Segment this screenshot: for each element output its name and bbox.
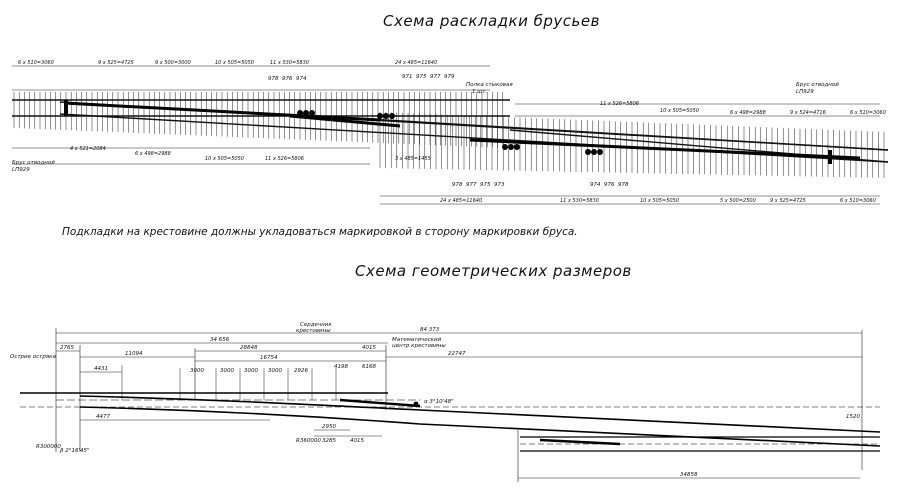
angle-r300000: R300000	[36, 444, 61, 450]
geometry-track	[20, 392, 881, 452]
spacing-label: 9 x 500=3000	[155, 60, 191, 66]
beam-start-label: Брус отводной LП929	[12, 160, 57, 173]
spacing-label: 10 x 505=5050	[215, 60, 254, 66]
pad-number: 973	[494, 182, 505, 188]
spacing-label: 24 x 485=11640	[395, 60, 437, 66]
switch-blades	[63, 101, 861, 160]
math-center-point	[413, 401, 419, 407]
dim-1520: 1520	[846, 414, 860, 420]
pad-number: 974	[590, 182, 601, 188]
spacing-label: 6 x 510=3060	[18, 60, 54, 66]
spacing-label: 4 x 521=2084	[70, 146, 106, 152]
dim-16754: 16754	[260, 355, 278, 361]
spacing-label: 11 x 530=5830	[270, 60, 309, 66]
station-label: 3000	[190, 368, 204, 374]
pad-number: 976	[282, 76, 293, 82]
frame-rail-label: Острие остряка	[10, 354, 56, 360]
station-label: 3000	[268, 368, 282, 374]
spacing-label: 5 x 500=2500	[720, 198, 756, 204]
dim-6168: 6168	[362, 364, 376, 370]
beam-end-line2: LП929	[796, 89, 814, 95]
station-label: 2926	[294, 368, 308, 374]
spacing-label: 9 x 525=4725	[770, 198, 806, 204]
beam-start-line1: Брус отводной	[12, 160, 55, 166]
pad-number: 971	[402, 74, 413, 80]
spacing-label: 6 x 498=2988	[135, 151, 171, 157]
sleeper-grid	[13, 92, 885, 178]
top-dimension-lines	[12, 65, 880, 205]
station-label: 3000	[220, 368, 234, 374]
dim-4015-b: 4015	[350, 438, 364, 444]
gauge-marks-label: Полка стыковая 1 шт.	[466, 82, 514, 95]
spacing-label: 6 x 510=3060	[840, 198, 876, 204]
pad-number: 978	[452, 182, 463, 188]
flange-line2: крестовины	[296, 328, 331, 334]
geometry-scheme-title: Схема геометрических размеров	[355, 262, 632, 280]
spacing-label: 24 x 485=11640	[440, 198, 482, 204]
beam-markers	[64, 100, 832, 164]
spacing-label: 10 x 505=5050	[640, 198, 679, 204]
dim-4477: 4477	[96, 414, 110, 420]
angle-beta: β 2°16'45"	[60, 448, 90, 454]
pad-number: 974	[296, 76, 307, 82]
dim-22747: 22747	[448, 351, 466, 357]
beam-end-label: Брус отводной LП929	[796, 82, 841, 95]
dim-2765: 2765	[60, 345, 74, 351]
angle-alpha: α 3°10'48"	[424, 399, 454, 405]
radius-r360000: R360000	[296, 438, 321, 444]
spacing-label: 3 x 485=1455	[395, 156, 431, 162]
station-label: 3000	[244, 368, 258, 374]
beam-end-line1: Брус отводной	[796, 82, 839, 88]
dim-total: 84 373	[420, 327, 440, 333]
spacing-label: 10 x 505=5050	[660, 108, 699, 114]
dim-2950: 2950	[322, 424, 336, 430]
dim-left: 34 656	[210, 337, 230, 343]
spacing-label: 9 x 524=4716	[790, 110, 826, 116]
pad-number: 976	[604, 182, 615, 188]
crossing-pad-note: Подкладки на крестовине должны укладоват…	[62, 226, 578, 238]
spacing-label: 11 x 526=5806	[600, 101, 639, 107]
geometry-stations	[121, 365, 337, 400]
pad-number: 975	[416, 74, 427, 80]
spacing-label: 11 x 526=5806	[265, 156, 304, 162]
pad-number: 978	[618, 182, 629, 188]
spacing-label: 10 x 505=5050	[205, 156, 244, 162]
dim-34858: 34858	[680, 472, 698, 478]
mathcenter-label: Математический центр крестовины	[392, 337, 446, 349]
spacing-label: 6 x 510=3060	[850, 110, 886, 116]
spacing-label: 11 x 530=5830	[560, 198, 599, 204]
dim-3285: 3285	[322, 438, 336, 444]
pad-number: 975	[480, 182, 491, 188]
spacing-label: 9 x 525=4725	[98, 60, 134, 66]
mathcenter-line2: центр крестовины	[392, 343, 446, 349]
pad-number: 979	[444, 74, 455, 80]
pad-number: 977	[430, 74, 441, 80]
mathcenter-line1: Математический	[392, 337, 442, 343]
pad-number: 977	[466, 182, 477, 188]
dim-28848: 28848	[240, 345, 258, 351]
pad-number: 978	[268, 76, 279, 82]
gauge-marks-line2: 1 шт.	[472, 89, 487, 95]
dim-4431: 4431	[94, 366, 108, 372]
geometry-dimension-lines	[55, 328, 863, 482]
flange-line1: Сердечник	[300, 322, 332, 328]
layout-scheme-title: Схема раскладки брусьев	[383, 12, 600, 30]
station-label: 4198	[334, 364, 348, 370]
dim-4015: 4015	[362, 345, 376, 351]
beam-start-line2: LП929	[12, 167, 30, 173]
flange-label: Сердечник крестовины	[296, 322, 333, 334]
gauge-marks-line1: Полка стыковая	[466, 82, 513, 88]
dim-11094: 11094	[125, 351, 143, 357]
spacing-label: 6 x 498=2988	[730, 110, 766, 116]
